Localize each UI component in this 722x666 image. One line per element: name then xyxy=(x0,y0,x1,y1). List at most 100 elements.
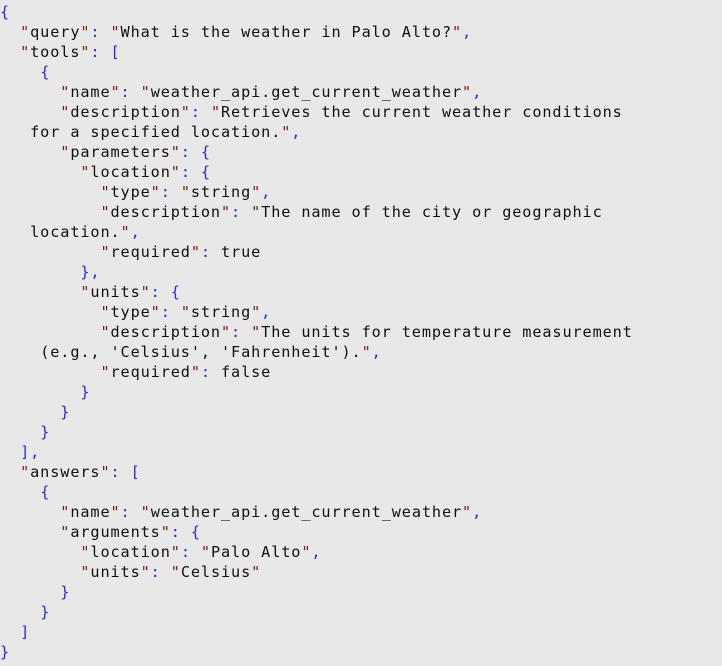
punctuation: , xyxy=(90,263,101,281)
code-text: description xyxy=(110,203,221,221)
code-text xyxy=(131,503,141,521)
code-line: "type": "string", xyxy=(0,182,633,202)
punctuation: { xyxy=(200,143,211,161)
punctuation: : xyxy=(200,243,211,261)
punctuation: } xyxy=(0,643,11,661)
code-text: arguments xyxy=(70,523,161,541)
punctuation: [ xyxy=(130,463,141,481)
punctuation: } xyxy=(60,583,71,601)
code-text xyxy=(161,563,171,581)
code-text: 'Celsius', 'Fahrenheit'). xyxy=(100,343,362,361)
code-line: } xyxy=(0,642,633,662)
code-text: What is the weather in Palo Alto? xyxy=(120,23,452,41)
punctuation: , xyxy=(371,343,382,361)
code-line: "description": "Retrieves the current we… xyxy=(0,102,633,122)
code-text xyxy=(201,103,211,121)
punctuation: } xyxy=(80,383,91,401)
quote-mark: " xyxy=(140,83,151,101)
code-text xyxy=(100,23,110,41)
code-line: "name": "weather_api.get_current_weather… xyxy=(0,502,633,522)
code-line: { xyxy=(0,482,633,502)
punctuation: : xyxy=(90,23,101,41)
punctuation: , xyxy=(291,123,302,141)
quote-mark: " xyxy=(180,303,191,321)
punctuation: : xyxy=(200,363,211,381)
quote-mark: " xyxy=(20,43,31,61)
quote-mark: " xyxy=(80,543,91,561)
json-code-listing: { "query": "What is the weather in Palo … xyxy=(0,2,633,662)
code-line: "tools": [ xyxy=(0,42,633,62)
code-line: "arguments": { xyxy=(0,522,633,542)
code-text xyxy=(100,43,110,61)
quote-mark: " xyxy=(301,543,312,561)
quote-mark: " xyxy=(60,103,71,121)
quote-mark: " xyxy=(60,83,71,101)
code-text xyxy=(171,303,181,321)
code-text: location xyxy=(90,163,171,181)
code-line: } xyxy=(0,582,633,602)
quote-mark: " xyxy=(220,323,232,341)
punctuation: } xyxy=(40,603,51,621)
punctuation: : xyxy=(190,103,201,121)
punctuation: : xyxy=(231,203,242,221)
code-text xyxy=(171,183,181,201)
code-text: parameters xyxy=(70,143,171,161)
quote-mark: " xyxy=(150,183,161,201)
quote-mark: " xyxy=(60,503,71,521)
punctuation: , xyxy=(472,83,483,101)
quote-mark: " xyxy=(100,243,111,261)
quote-mark: " xyxy=(170,163,181,181)
code-text: type xyxy=(110,183,151,201)
code-text: name xyxy=(70,83,111,101)
punctuation: [ xyxy=(110,43,121,61)
code-text: string xyxy=(190,303,252,321)
punctuation: } xyxy=(80,263,91,281)
punctuation: ] xyxy=(20,443,31,461)
code-line: ] xyxy=(0,622,633,642)
punctuation: ] xyxy=(20,623,31,641)
code-text xyxy=(191,143,201,161)
quote-mark: " xyxy=(80,43,91,61)
punctuation: : xyxy=(180,143,191,161)
code-text: name xyxy=(70,503,111,521)
quote-mark: " xyxy=(80,563,91,581)
code-line: } xyxy=(0,422,633,442)
quote-mark: " xyxy=(140,283,151,301)
code-text: units xyxy=(90,283,141,301)
code-line: ], xyxy=(0,442,633,462)
punctuation: , xyxy=(261,183,272,201)
code-text: weather_api.get_current_weather xyxy=(150,503,463,521)
code-text: for a specified location. xyxy=(30,123,282,141)
code-text: description xyxy=(110,323,221,341)
punctuation: : xyxy=(160,303,171,321)
quote-mark: " xyxy=(110,23,121,41)
code-text: location. xyxy=(30,223,121,241)
punctuation: , xyxy=(261,303,272,321)
punctuation: : xyxy=(180,163,191,181)
code-line: }, xyxy=(0,262,633,282)
quote-mark: " xyxy=(251,303,262,321)
punctuation: { xyxy=(40,63,51,81)
code-line: "required": true xyxy=(0,242,633,262)
punctuation: , xyxy=(311,543,322,561)
code-line: for a specified location.", xyxy=(0,122,633,142)
code-text: string xyxy=(190,183,252,201)
code-line: "parameters": { xyxy=(0,142,633,162)
punctuation: { xyxy=(190,523,201,541)
quote-mark: " xyxy=(140,563,151,581)
code-line: } xyxy=(0,602,633,622)
quote-mark: " xyxy=(80,23,91,41)
code-text: answers xyxy=(30,463,101,481)
code-text: description xyxy=(70,103,181,121)
quote-mark: " xyxy=(60,523,71,541)
code-line: { xyxy=(0,2,633,22)
quote-mark: " xyxy=(180,103,191,121)
quote-mark: " xyxy=(100,183,111,201)
quote-mark: " xyxy=(140,503,151,521)
code-line: { xyxy=(0,62,633,82)
quote-mark: " xyxy=(150,303,161,321)
quote-mark: " xyxy=(20,23,31,41)
quote-mark: " xyxy=(462,503,473,521)
quote-mark: " xyxy=(80,283,91,301)
code-text: Celsius xyxy=(180,563,252,581)
